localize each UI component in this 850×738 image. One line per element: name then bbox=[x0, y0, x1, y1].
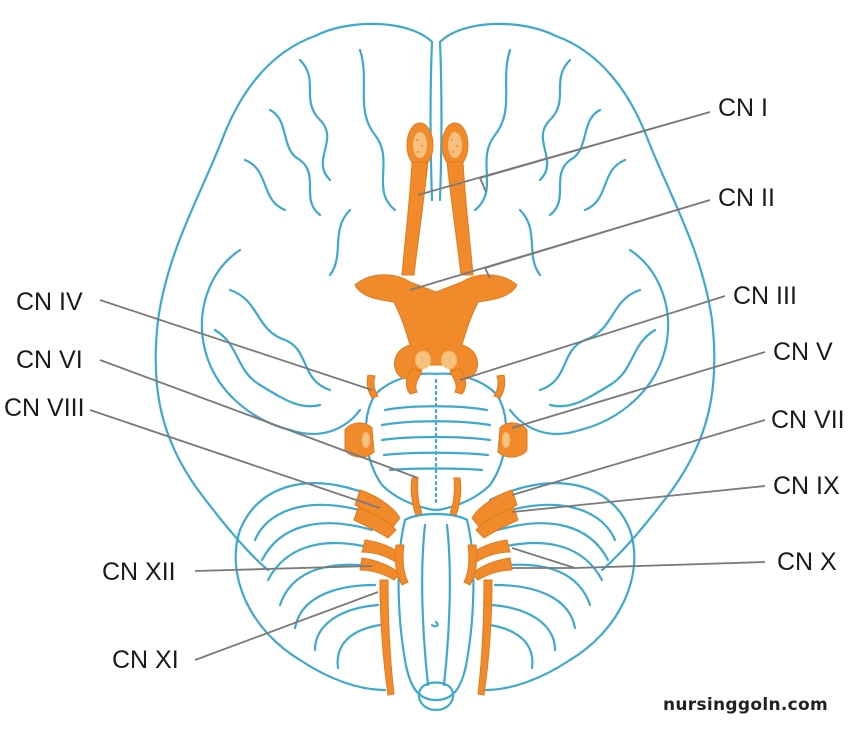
left-temporal-lobe bbox=[200, 248, 362, 435]
cn-vi-right bbox=[449, 477, 462, 516]
leader-cn-xii bbox=[194, 565, 373, 572]
cn-vi-left bbox=[410, 477, 423, 516]
pons bbox=[364, 372, 508, 512]
spinal-cord-section bbox=[417, 681, 455, 712]
label-cn-vi: CN VI bbox=[16, 346, 83, 374]
nerve-highlights bbox=[362, 132, 510, 448]
right-hemisphere-outline bbox=[438, 22, 716, 572]
left-bulb-highlight bbox=[413, 132, 427, 158]
left-olfactory-tract bbox=[401, 161, 429, 276]
left-frontal-gyri bbox=[243, 48, 397, 217]
label-cn-xi: CN XI bbox=[112, 646, 179, 674]
leader-cn-x bbox=[511, 547, 766, 569]
label-cn-ix: CN IX bbox=[773, 472, 840, 500]
cn-v-left bbox=[344, 422, 375, 458]
optic-chiasm bbox=[354, 274, 518, 380]
bulb-dots bbox=[416, 139, 458, 153]
cn-xii-right bbox=[463, 544, 478, 586]
leader-cn-iv bbox=[99, 299, 373, 391]
brain-outline bbox=[154, 22, 716, 712]
leader-cn-viii bbox=[89, 409, 381, 509]
leader-cn-i bbox=[417, 111, 711, 196]
right-cerebellum bbox=[483, 482, 636, 692]
label-cn-iv: CN IV bbox=[16, 288, 83, 316]
cn-iii-nerve bbox=[449, 367, 467, 395]
right-bulb-highlight bbox=[448, 132, 462, 158]
right-olfactory-tract bbox=[446, 161, 474, 276]
right-frontal-gyri bbox=[473, 48, 627, 217]
cn-xii-left bbox=[394, 544, 409, 586]
label-cn-xii: CN XII bbox=[102, 558, 176, 586]
leader-cn-ii bbox=[409, 199, 711, 291]
label-cn-x: CN X bbox=[777, 548, 837, 576]
cranial-nerves bbox=[344, 122, 528, 696]
longitudinal-fissure bbox=[429, 40, 443, 202]
label-cn-viii: CN VIII bbox=[4, 394, 85, 422]
label-cn-v: CN V bbox=[773, 338, 833, 366]
label-cn-i: CN I bbox=[718, 94, 768, 122]
left-hemisphere-outline bbox=[154, 22, 434, 572]
leader-cn-iii bbox=[459, 295, 726, 381]
right-temporal-lobe bbox=[508, 248, 670, 435]
left-mammillary-body bbox=[415, 351, 431, 369]
leader-cn-v bbox=[511, 351, 766, 429]
watermark: nursinggoln.com bbox=[662, 695, 828, 715]
leader-cn-xi bbox=[194, 591, 379, 661]
leader-lines bbox=[89, 111, 766, 661]
left-cerebellum bbox=[234, 482, 387, 692]
right-mammillary-body bbox=[441, 351, 457, 369]
label-cn-vii: CN VII bbox=[771, 406, 845, 434]
leader-cn-vi bbox=[99, 359, 419, 479]
label-cn-iii: CN III bbox=[733, 282, 797, 310]
medulla-oblongata bbox=[397, 512, 475, 702]
cn-xi-left bbox=[379, 579, 395, 696]
leader-cn-vii bbox=[511, 419, 766, 496]
cn-iv-nerve bbox=[366, 374, 379, 399]
cn-v-right bbox=[497, 422, 528, 458]
label-cn-ii: CN II bbox=[718, 184, 775, 212]
leader-cn-ix bbox=[511, 485, 766, 513]
cn-xi-right bbox=[477, 579, 493, 696]
